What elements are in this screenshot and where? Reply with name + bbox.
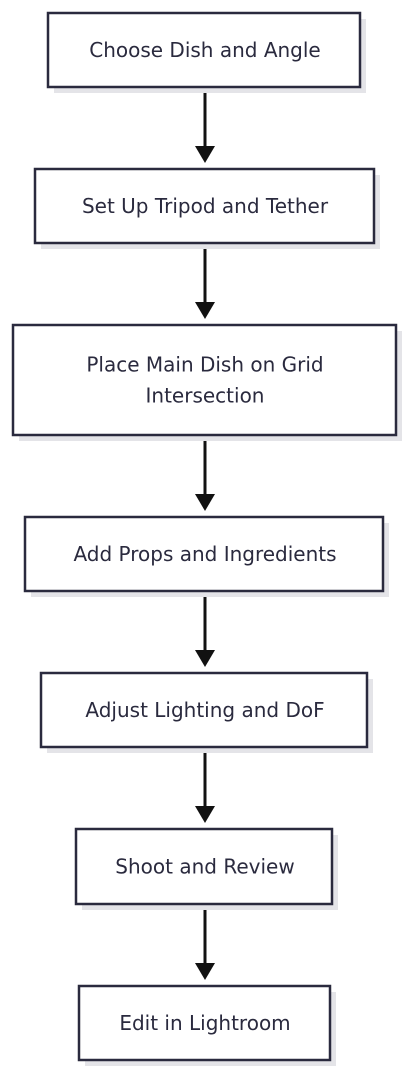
arrow-head xyxy=(195,494,215,511)
step-box xyxy=(23,515,385,593)
flow-step: Set Up Tripod and Tether xyxy=(33,167,380,249)
flow-arrow xyxy=(195,591,215,667)
flow-arrow xyxy=(195,243,215,319)
arrow-head xyxy=(195,806,215,823)
flow-arrow xyxy=(195,435,215,511)
step-box xyxy=(33,167,376,245)
step-box xyxy=(46,11,362,89)
flow-arrow xyxy=(195,904,215,980)
step-box xyxy=(39,671,369,749)
step-box xyxy=(77,984,332,1062)
step-label: Choose Dish and Angle xyxy=(89,38,321,62)
flow-arrow xyxy=(195,87,215,163)
flow-step: Edit in Lightroom xyxy=(77,984,336,1066)
step-label: Intersection xyxy=(146,384,265,408)
step-label: Place Main Dish on Grid xyxy=(86,353,323,377)
step-label: Shoot and Review xyxy=(115,855,294,879)
step-label: Add Props and Ingredients xyxy=(73,542,336,566)
step-box xyxy=(74,827,334,906)
flow-step: Add Props and Ingredients xyxy=(23,515,389,597)
arrow-head xyxy=(195,302,215,319)
flow-arrow xyxy=(195,747,215,823)
step-label: Set Up Tripod and Tether xyxy=(82,194,329,218)
flow-step: Adjust Lighting and DoF xyxy=(39,671,373,753)
arrow-head xyxy=(195,146,215,163)
step-label: Edit in Lightroom xyxy=(119,1011,290,1035)
step-box xyxy=(11,323,398,437)
flow-step: Choose Dish and Angle xyxy=(46,11,366,93)
step-label: Adjust Lighting and DoF xyxy=(85,698,324,722)
arrow-head xyxy=(195,650,215,667)
arrow-head xyxy=(195,963,215,980)
flow-step: Shoot and Review xyxy=(74,827,338,910)
